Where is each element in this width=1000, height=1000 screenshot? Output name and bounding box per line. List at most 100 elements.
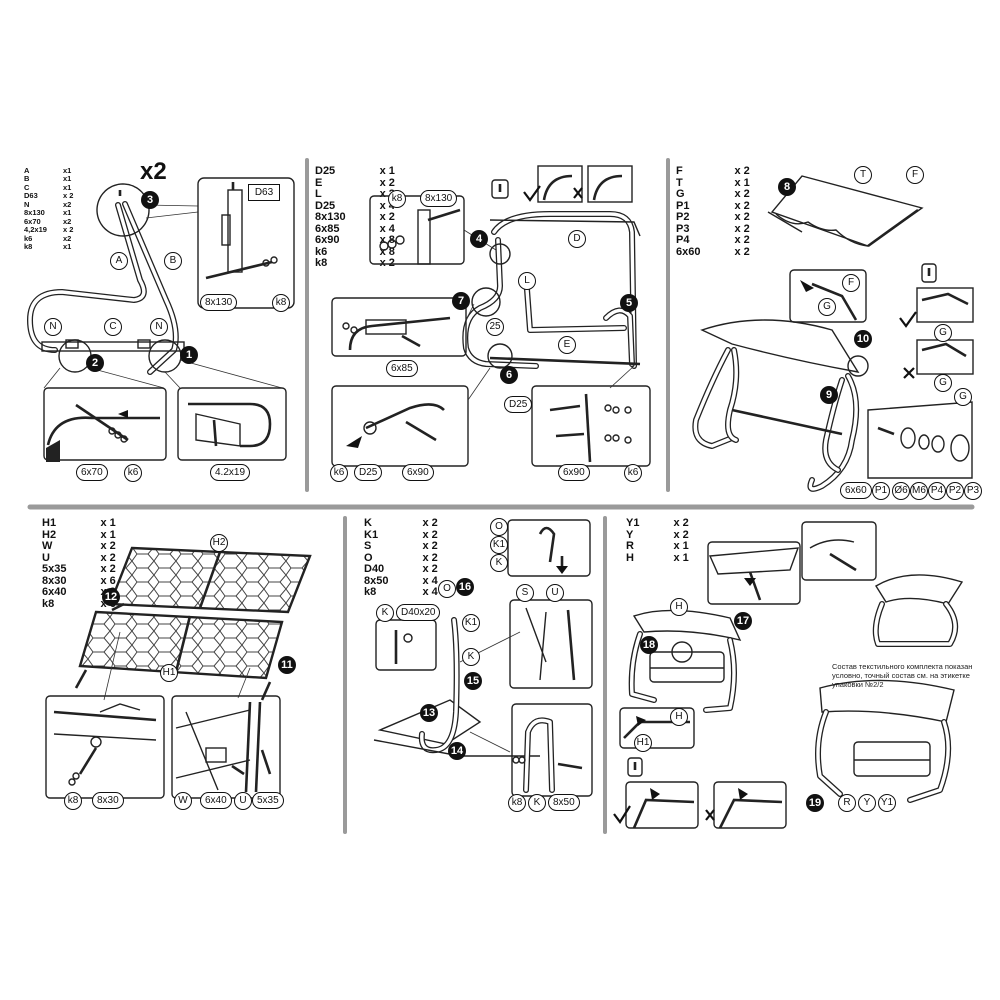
label-6x70: 6x70 [76, 464, 108, 481]
step-12: 12 [102, 588, 120, 606]
step-1: 1 [180, 346, 198, 364]
label-W: W [174, 792, 192, 810]
label-k8: k8 [272, 294, 290, 312]
step-3: 3 [141, 191, 159, 209]
cross-icon [903, 367, 915, 379]
label-L: L [518, 272, 536, 290]
label-H1: H1 [160, 664, 178, 682]
step-7: 7 [452, 292, 470, 310]
frame-side-drawing [27, 177, 295, 462]
label-F: F [842, 274, 860, 292]
label-k8: k8 [64, 792, 82, 810]
label-E: E [558, 336, 576, 354]
step-9: 9 [820, 386, 838, 404]
label-N-left: N [44, 318, 62, 336]
label-K1: K1 [490, 536, 508, 554]
label-8x130: 8x130 [420, 190, 458, 207]
label-T: T [854, 166, 872, 184]
check-icon [899, 311, 917, 328]
label-G: G [818, 298, 836, 316]
step-13: 13 [420, 704, 438, 722]
step-10: 10 [854, 330, 872, 348]
label-K-left: K [376, 604, 394, 622]
label-k6: k6 [124, 464, 142, 482]
label-B: B [164, 252, 182, 270]
label-K-mid: K [462, 648, 480, 666]
warning-icon [627, 757, 643, 777]
label-S: S [516, 584, 534, 602]
label-O6: Ø6 [892, 482, 910, 500]
label-G-check: G [934, 324, 952, 342]
step-14: 14 [448, 742, 466, 760]
label-P1: P1 [872, 482, 890, 500]
label-D: D [568, 230, 586, 248]
label-6x60: 6x60 [840, 482, 872, 499]
step-16: 16 [456, 578, 474, 596]
label-K-top: K [490, 554, 508, 572]
label-5x35: 5x35 [252, 792, 284, 809]
cross-icon [573, 187, 583, 199]
step-5: 5 [620, 294, 638, 312]
label-G-cross: G [934, 374, 952, 392]
step-19: 19 [806, 794, 824, 812]
cross-icon [705, 809, 715, 821]
label-F-top: F [906, 166, 924, 184]
label-8x30: 8x30 [92, 792, 124, 809]
label-U: U [234, 792, 252, 810]
chain-hanging-drawing [373, 519, 593, 797]
label-P3: P3 [964, 482, 982, 500]
check-icon [523, 185, 541, 202]
label-D40x20: D40x20 [396, 604, 441, 621]
label-25: 25 [486, 318, 504, 336]
multiplier-label: x2 [140, 158, 167, 185]
label-R: R [838, 794, 856, 812]
label-Y1: Y1 [878, 794, 896, 812]
label-H-top: H [670, 598, 688, 616]
warning-icon [921, 263, 937, 283]
frame-assembly-drawing [331, 165, 651, 467]
label-H2: H2 [210, 534, 228, 552]
label-N-right: N [150, 318, 168, 336]
step-8: 8 [778, 178, 796, 196]
step-15: 15 [464, 672, 482, 690]
final-assembly-drawing [613, 521, 964, 829]
label-6x90-right: 6x90 [558, 464, 590, 481]
label-M6: M6 [910, 482, 928, 500]
